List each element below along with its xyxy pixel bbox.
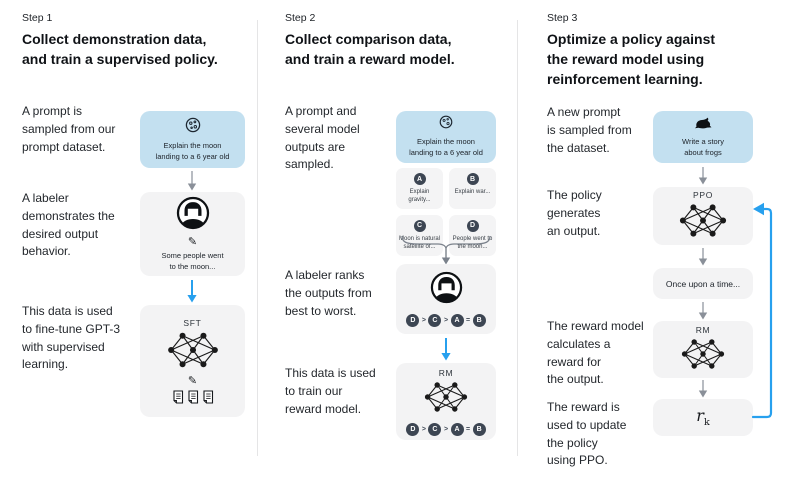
column-divider-2 — [517, 20, 518, 456]
labeler-card-step-2: D > C > A = B — [396, 264, 496, 334]
step-2-data-caption: This data is used to train our reward mo… — [285, 366, 376, 416]
labeler-card-step-1: ✎ Some people went to the moon... — [140, 192, 245, 276]
rank-badge: C — [428, 422, 442, 436]
reward-symbol: rk — [696, 406, 710, 429]
rank-badge: D — [406, 314, 420, 327]
step-2-rank-caption: A labeler ranks the outputs from best to… — [285, 268, 372, 318]
rm-label: RM — [438, 367, 454, 378]
badge-b: B — [466, 173, 479, 185]
badge-c: C — [413, 219, 426, 232]
neural-network-icon — [423, 381, 469, 418]
model-outputs-grid: A Explain gravity... B Explain war... C … — [396, 168, 496, 256]
step-1-data-caption: This data is used to fine-tune GPT-3 wit… — [22, 304, 121, 372]
sft-model-card: SFT ✎ — [140, 305, 245, 417]
ranking-row: D > C > A = B — [406, 422, 486, 436]
step-2-label: Step 2 — [285, 12, 316, 24]
column-step-1: Step 1 Collect demonstration data, and t… — [0, 0, 258, 479]
sft-label: SFT — [183, 318, 202, 328]
labeler-card-text: Some people went to the moon... — [161, 250, 224, 271]
output-c-text: Moon is natural satellite of... — [398, 235, 441, 251]
ranking-row: D > C > A = B — [406, 314, 486, 327]
output-b-text: Explain war... — [454, 189, 491, 195]
rank-badge: C — [428, 314, 442, 327]
badge-d: D — [466, 219, 479, 232]
neural-network-icon — [166, 331, 220, 374]
step-2-prompt-caption: A prompt and several model outputs are s… — [285, 104, 360, 172]
feedback-loop-arrow — [740, 195, 776, 435]
documents-icon — [172, 390, 214, 404]
rank-badge: D — [406, 422, 420, 436]
rank-badge: A — [450, 422, 464, 436]
step-3-reward-caption: The reward model calculates a reward for… — [547, 319, 644, 387]
ppo-model-card: PPO — [653, 187, 753, 245]
step-1-prompt-caption: A prompt is sampled from our prompt data… — [22, 104, 116, 154]
step-3-update-caption: The reward is used to update the policy … — [547, 400, 627, 468]
rm-model-card: RM D — [396, 363, 496, 440]
output-card-a: A Explain gravity... — [396, 168, 443, 209]
rm-label: RM — [695, 324, 711, 335]
person-avatar-icon — [176, 196, 210, 235]
step-3-label: Step 3 — [547, 12, 578, 24]
prompt-card-text: Write a story about frogs — [682, 136, 724, 157]
down-arrow-icon — [696, 302, 710, 325]
rank-badge: B — [472, 314, 486, 327]
person-avatar-icon — [430, 271, 463, 309]
output-card-c: C Moon is natural satellite of... — [396, 214, 443, 256]
blue-down-arrow-icon — [439, 338, 453, 366]
prompt-card-text: Explain the moon landing to a 6 year old — [409, 137, 483, 157]
moon-icon — [185, 117, 201, 138]
reward-value-card: rk — [653, 399, 753, 436]
down-arrow-icon — [696, 167, 710, 190]
step-3-heading: Optimize a policy against the reward mod… — [547, 31, 716, 87]
step-3-policy-caption: The policy generates an output. — [547, 188, 602, 238]
rank-badge: B — [472, 422, 486, 436]
column-step-2: Step 2 Collect comparison data, and trai… — [258, 0, 518, 479]
down-arrow-icon — [185, 171, 199, 196]
output-card-d: D People went to the moon... — [449, 214, 496, 256]
rank-op: > — [421, 425, 426, 433]
rank-badge: A — [450, 314, 464, 327]
neural-network-icon — [678, 203, 728, 243]
rank-op: = — [466, 317, 471, 324]
down-arrow-icon — [696, 380, 710, 403]
rank-op: > — [443, 425, 449, 433]
step-1-labeler-caption: A labeler demonstrates the desired outpu… — [22, 191, 115, 259]
column-divider-1 — [257, 20, 258, 456]
policy-output-card: Once upon a time... — [653, 268, 753, 299]
rank-op: > — [421, 317, 426, 324]
output-a-text: Explain gravity... — [408, 189, 431, 204]
step-3-prompt-caption: A new prompt is sampled from the dataset… — [547, 105, 632, 155]
ppo-label: PPO — [692, 189, 714, 200]
step-2-heading: Collect comparison data, and train a rew… — [285, 31, 455, 67]
rm-model-card-step-3: RM — [653, 321, 753, 378]
frog-icon — [694, 116, 712, 134]
pencil-icon: ✎ — [187, 375, 198, 387]
prompt-card-step-1: Explain the moon landing to a 6 year old — [140, 111, 245, 168]
brace-icon — [396, 235, 496, 270]
rank-op: = — [466, 425, 471, 433]
pencil-icon: ✎ — [187, 235, 198, 248]
down-arrow-icon — [696, 248, 710, 271]
step-1-heading: Collect demonstration data, and train a … — [22, 31, 218, 67]
blue-down-arrow-icon — [185, 280, 199, 308]
prompt-card-step-2: Explain the moon landing to a 6 year old — [396, 111, 496, 163]
rank-op: > — [443, 317, 449, 324]
badge-a: A — [413, 173, 426, 185]
step-1-label: Step 1 — [22, 12, 53, 24]
column-step-3: Step 3 Optimize a policy against the rew… — [518, 0, 788, 479]
moon-icon — [439, 115, 453, 134]
output-card-b: B Explain war... — [449, 168, 496, 209]
policy-output-text: Once upon a time... — [665, 278, 741, 289]
neural-network-icon — [680, 338, 726, 375]
prompt-card-text: Explain the moon landing to a 6 year old — [155, 140, 230, 161]
prompt-card-step-3: Write a story about frogs — [653, 111, 753, 163]
